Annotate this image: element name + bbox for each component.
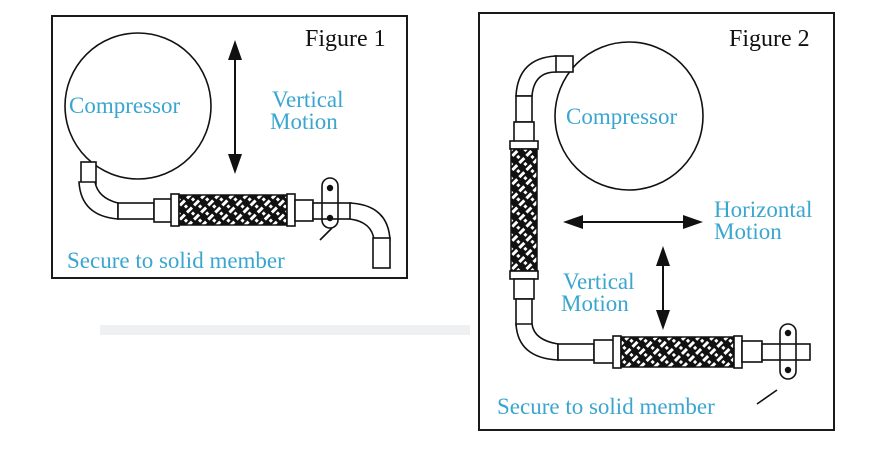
bolt-icon bbox=[784, 329, 792, 337]
arrow-left-icon bbox=[563, 215, 583, 229]
compressor-label: Compressor bbox=[566, 104, 678, 129]
pipe-segment bbox=[515, 95, 533, 123]
figure-1: Figure 1 Compressor Vertical Motion bbox=[51, 15, 408, 279]
vertical-motion-label-1: Vertical bbox=[272, 87, 344, 112]
pipe-coupling bbox=[593, 339, 615, 364]
compressor-label: Compressor bbox=[69, 93, 181, 118]
hose-ferrule bbox=[286, 193, 296, 227]
leader-line bbox=[319, 227, 333, 241]
arrow-up-icon bbox=[228, 40, 242, 60]
pipe-segment bbox=[557, 343, 595, 361]
hose-ferrule bbox=[612, 335, 622, 369]
secure-label: Secure to solid member bbox=[67, 248, 285, 273]
figure-2-title: Figure 2 bbox=[729, 26, 810, 52]
pipe-coupling bbox=[741, 340, 763, 363]
bolt-icon bbox=[784, 366, 792, 374]
arrow-down-icon bbox=[656, 310, 670, 330]
pipe-coupling bbox=[513, 121, 535, 143]
pipe-segment bbox=[80, 161, 97, 185]
vertical-motion-label-2: Motion bbox=[270, 109, 338, 134]
arrow-up-icon bbox=[656, 246, 670, 266]
figure-2: Figure 2 Compressor bbox=[478, 12, 835, 431]
pipe-segment bbox=[117, 202, 155, 220]
compressor-circle bbox=[554, 41, 704, 191]
leader-line bbox=[756, 389, 778, 405]
pipe-assembly bbox=[509, 55, 811, 405]
vertical-motion-label-1: Vertical bbox=[563, 269, 635, 294]
pipe-assembly bbox=[78, 161, 391, 269]
vertical-motion-arrow bbox=[228, 40, 242, 174]
horizontal-motion-arrow bbox=[563, 215, 703, 229]
pipe-segment bbox=[761, 343, 811, 361]
flexible-hose bbox=[178, 194, 288, 226]
flexible-hose bbox=[510, 148, 538, 272]
hose-ferrule bbox=[509, 140, 539, 150]
pipe-coupling bbox=[294, 199, 314, 222]
pipe-coupling bbox=[513, 278, 535, 300]
bolt-icon bbox=[326, 184, 334, 192]
pipe-segment bbox=[554, 55, 574, 73]
hose-ferrule bbox=[733, 335, 743, 369]
flexible-hose bbox=[620, 336, 735, 368]
mounting-clamp bbox=[779, 323, 797, 380]
pipe-coupling bbox=[153, 198, 173, 223]
pipe-segment bbox=[515, 298, 533, 326]
horizontal-motion-label-2: Motion bbox=[714, 219, 782, 244]
vertical-motion-label-2: Motion bbox=[561, 291, 629, 316]
vertical-motion-arrow bbox=[656, 246, 670, 330]
secure-label: Secure to solid member bbox=[497, 394, 715, 419]
hose-ferrule bbox=[170, 193, 180, 227]
scan-smudge bbox=[100, 325, 470, 335]
arrow-right-icon bbox=[683, 215, 703, 229]
hose-ferrule bbox=[509, 270, 539, 280]
pipe-segment bbox=[372, 237, 391, 269]
horizontal-motion-label-1: Horizontal bbox=[714, 197, 812, 222]
mounting-clamp bbox=[321, 177, 339, 229]
figure-1-title: Figure 1 bbox=[305, 26, 386, 52]
bolt-icon bbox=[326, 214, 334, 222]
compressor-circle bbox=[64, 32, 212, 180]
arrow-down-icon bbox=[228, 154, 242, 174]
